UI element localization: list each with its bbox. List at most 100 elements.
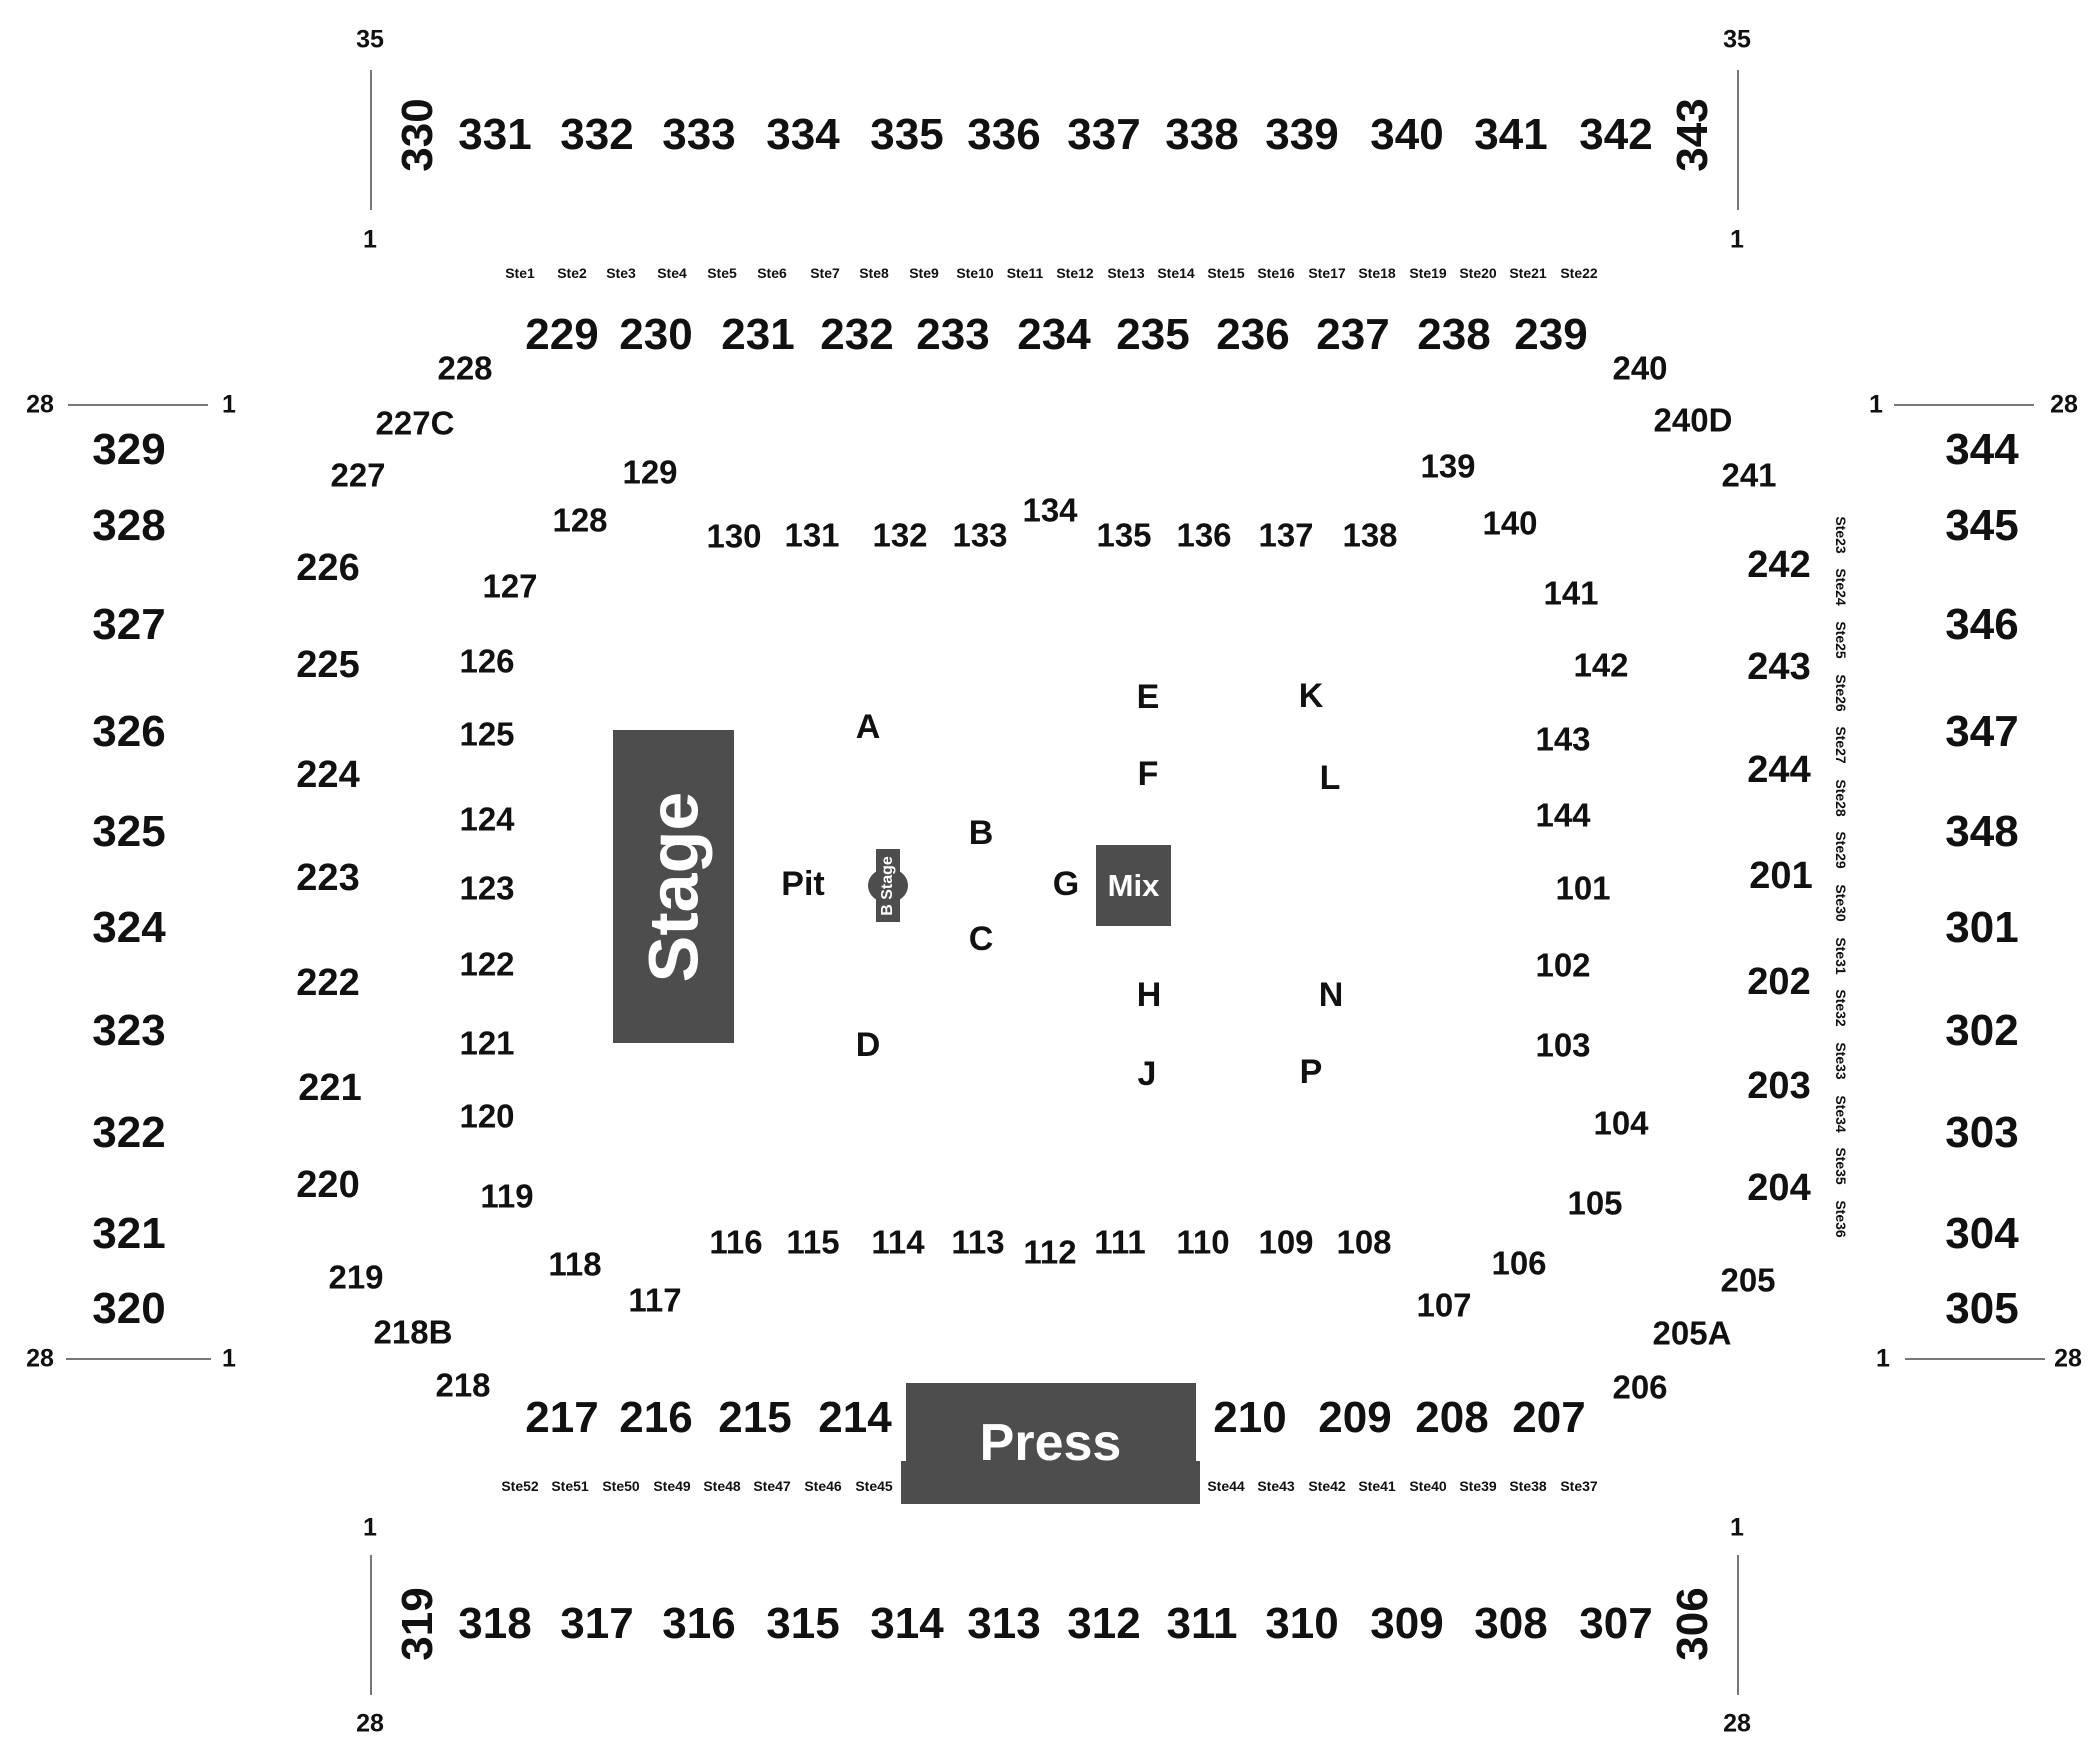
section-240d[interactable]: 240D xyxy=(1653,401,1733,439)
suite-ste5[interactable]: Ste5 xyxy=(707,265,737,281)
section-203[interactable]: 203 xyxy=(1747,1065,1811,1107)
section-227[interactable]: 227 xyxy=(330,456,386,494)
section-331[interactable]: 331 xyxy=(458,110,532,159)
suite-ste8[interactable]: Ste8 xyxy=(859,265,889,281)
section-125[interactable]: 125 xyxy=(459,715,515,753)
suite-ste13[interactable]: Ste13 xyxy=(1107,265,1145,281)
section-231[interactable]: 231 xyxy=(721,310,795,359)
suite-ste49[interactable]: Ste49 xyxy=(653,1478,691,1494)
section-227c[interactable]: 227C xyxy=(375,404,455,442)
suite-ste40[interactable]: Ste40 xyxy=(1409,1478,1447,1494)
section-222[interactable]: 222 xyxy=(296,962,360,1004)
suite-ste27[interactable]: Ste27 xyxy=(1833,726,1849,764)
suite-ste23[interactable]: Ste23 xyxy=(1833,516,1849,554)
floor-section-e[interactable]: E xyxy=(1136,678,1160,716)
section-234[interactable]: 234 xyxy=(1017,310,1091,359)
suite-ste35[interactable]: Ste35 xyxy=(1833,1147,1849,1185)
floor-section-j[interactable]: J xyxy=(1137,1055,1157,1093)
section-138[interactable]: 138 xyxy=(1342,516,1398,554)
section-137[interactable]: 137 xyxy=(1258,516,1314,554)
floor-section-h[interactable]: H xyxy=(1136,976,1162,1014)
floor-section-k[interactable]: K xyxy=(1298,677,1324,715)
section-237[interactable]: 237 xyxy=(1316,310,1390,359)
suite-ste26[interactable]: Ste26 xyxy=(1833,674,1849,712)
suite-ste1[interactable]: Ste1 xyxy=(505,265,535,281)
section-129[interactable]: 129 xyxy=(622,453,678,491)
suite-ste4[interactable]: Ste4 xyxy=(657,265,687,281)
suite-ste48[interactable]: Ste48 xyxy=(703,1478,741,1494)
suite-ste28[interactable]: Ste28 xyxy=(1833,779,1849,817)
suite-ste25[interactable]: Ste25 xyxy=(1833,621,1849,659)
section-205[interactable]: 205 xyxy=(1720,1261,1776,1299)
section-223[interactable]: 223 xyxy=(296,857,360,899)
section-221[interactable]: 221 xyxy=(298,1067,362,1109)
section-130[interactable]: 130 xyxy=(706,517,762,555)
section-120[interactable]: 120 xyxy=(459,1097,515,1135)
floor-section-g[interactable]: G xyxy=(1052,865,1080,903)
section-228[interactable]: 228 xyxy=(437,349,493,387)
section-239[interactable]: 239 xyxy=(1514,310,1588,359)
suite-ste9[interactable]: Ste9 xyxy=(909,265,939,281)
section-220[interactable]: 220 xyxy=(296,1164,360,1206)
section-339[interactable]: 339 xyxy=(1265,110,1339,159)
suite-ste52[interactable]: Ste52 xyxy=(501,1478,539,1494)
suite-ste44[interactable]: Ste44 xyxy=(1207,1478,1245,1494)
section-318[interactable]: 318 xyxy=(458,1599,532,1648)
section-114[interactable]: 114 xyxy=(871,1223,925,1261)
section-143[interactable]: 143 xyxy=(1535,720,1591,758)
section-230[interactable]: 230 xyxy=(619,310,693,359)
section-320[interactable]: 320 xyxy=(92,1284,166,1333)
section-325[interactable]: 325 xyxy=(92,807,166,856)
section-109[interactable]: 109 xyxy=(1258,1223,1314,1261)
section-144[interactable]: 144 xyxy=(1535,796,1591,834)
floor-section-n[interactable]: N xyxy=(1318,976,1344,1014)
section-122[interactable]: 122 xyxy=(459,945,515,983)
section-102[interactable]: 102 xyxy=(1535,946,1591,984)
suite-ste34[interactable]: Ste34 xyxy=(1833,1095,1849,1133)
section-105[interactable]: 105 xyxy=(1567,1184,1623,1222)
suite-ste22[interactable]: Ste22 xyxy=(1560,265,1598,281)
section-338[interactable]: 338 xyxy=(1165,110,1239,159)
section-240[interactable]: 240 xyxy=(1612,349,1668,387)
section-208[interactable]: 208 xyxy=(1415,1393,1489,1442)
suite-ste3[interactable]: Ste3 xyxy=(606,265,636,281)
suite-ste30[interactable]: Ste30 xyxy=(1833,884,1849,922)
suite-ste42[interactable]: Ste42 xyxy=(1308,1478,1346,1494)
section-238[interactable]: 238 xyxy=(1417,310,1491,359)
floor-section-f[interactable]: F xyxy=(1137,755,1159,793)
suite-ste43[interactable]: Ste43 xyxy=(1257,1478,1295,1494)
section-301[interactable]: 301 xyxy=(1945,903,2019,952)
section-210[interactable]: 210 xyxy=(1213,1393,1287,1442)
section-334[interactable]: 334 xyxy=(766,110,840,159)
section-106[interactable]: 106 xyxy=(1491,1244,1547,1282)
section-242[interactable]: 242 xyxy=(1747,544,1811,586)
section-209[interactable]: 209 xyxy=(1318,1393,1392,1442)
section-328[interactable]: 328 xyxy=(92,501,166,550)
section-316[interactable]: 316 xyxy=(662,1599,736,1648)
section-337[interactable]: 337 xyxy=(1067,110,1141,159)
section-314[interactable]: 314 xyxy=(870,1599,944,1648)
suite-ste29[interactable]: Ste29 xyxy=(1833,831,1849,869)
section-321[interactable]: 321 xyxy=(92,1209,166,1258)
section-134[interactable]: 134 xyxy=(1022,491,1078,529)
section-141[interactable]: 141 xyxy=(1543,574,1599,612)
section-317[interactable]: 317 xyxy=(560,1599,634,1648)
section-127[interactable]: 127 xyxy=(482,567,538,605)
floor-section-p[interactable]: P xyxy=(1299,1053,1323,1091)
section-217[interactable]: 217 xyxy=(525,1393,599,1442)
section-219[interactable]: 219 xyxy=(328,1258,384,1296)
section-311[interactable]: 311 xyxy=(1166,1599,1238,1648)
floor-section-b[interactable]: B xyxy=(968,814,994,852)
suite-ste10[interactable]: Ste10 xyxy=(956,265,994,281)
section-232[interactable]: 232 xyxy=(820,310,894,359)
section-218b[interactable]: 218B xyxy=(373,1313,453,1351)
section-336[interactable]: 336 xyxy=(967,110,1041,159)
section-307[interactable]: 307 xyxy=(1579,1599,1653,1648)
suite-ste2[interactable]: Ste2 xyxy=(557,265,587,281)
section-133[interactable]: 133 xyxy=(952,516,1008,554)
section-206[interactable]: 206 xyxy=(1612,1368,1668,1406)
suite-ste50[interactable]: Ste50 xyxy=(602,1478,640,1494)
section-241[interactable]: 241 xyxy=(1721,456,1777,494)
section-327[interactable]: 327 xyxy=(92,600,166,649)
suite-ste33[interactable]: Ste33 xyxy=(1833,1042,1849,1080)
